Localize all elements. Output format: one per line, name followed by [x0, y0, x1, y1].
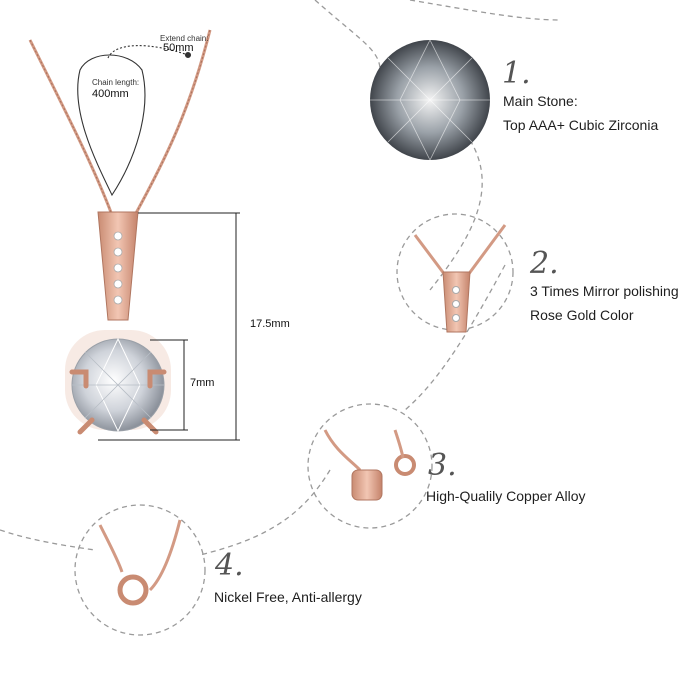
stone-size-label: 7mm	[190, 377, 215, 389]
pendant-height-label: 17.5mm	[250, 318, 290, 330]
feature-3-number: 3.	[428, 448, 457, 483]
feature-2-number: 2.	[530, 246, 559, 281]
pendant-bail	[97, 211, 139, 321]
feature-4-number: 4.	[215, 548, 244, 583]
bail-closeup	[396, 213, 514, 333]
stone-closeup	[370, 39, 490, 161]
chain-length-diagram	[77, 45, 192, 197]
feature-4-text: Nickel Free, Anti-allergy	[214, 589, 362, 605]
chain-length-value: 400mm	[92, 88, 129, 100]
box-chain	[28, 29, 212, 216]
extend-chain-label: Extend chain:	[160, 34, 209, 43]
pendant-stone	[65, 330, 171, 435]
chain-length-label: Chain length:	[92, 78, 140, 87]
clasp-closeup	[74, 504, 206, 636]
dashed-connectors	[0, 0, 561, 556]
feature-1-number: 1.	[502, 56, 531, 91]
extend-chain-value: 50mm	[163, 42, 194, 54]
dimension-lines	[98, 212, 240, 441]
alloy-closeup	[307, 403, 433, 529]
feature-3-text: High-Qualily Copper Alloy	[426, 488, 586, 504]
feature-2-text: 3 Times Mirror polishing Rose Gold Color	[530, 283, 679, 323]
feature-1-text: Main Stone: Top AAA+ Cubic Zirconia	[503, 93, 659, 133]
